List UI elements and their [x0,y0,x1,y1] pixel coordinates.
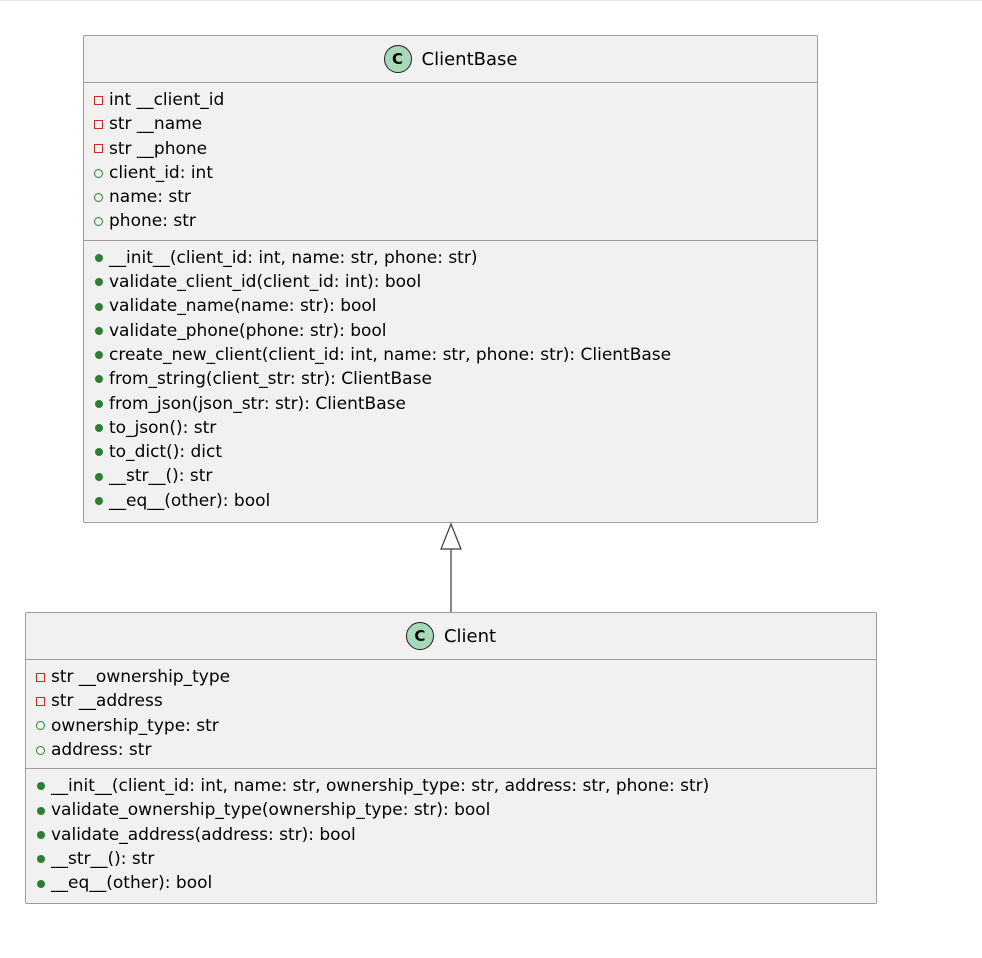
method-text: from_string(client_str: str): ClientBase [109,369,432,390]
field-text: ownership_type: str [51,715,219,736]
field-text: phone: str [109,211,196,232]
public-field-visibility-icon [94,192,103,202]
method-text: create_new_client(client_id: int, name: … [109,344,672,365]
class-clientbase-name: ClientBase [421,48,518,70]
public-method-visibility-icon [94,472,103,481]
public-method-visibility-icon [36,855,45,864]
class-badge-icon: C [383,45,412,73]
field-row: ownership_type: str [36,714,876,738]
field-text: str __phone [109,138,208,159]
public-method-visibility-icon [94,326,103,335]
method-text: __init__(client_id: int, name: str, phon… [109,247,478,268]
field-row: str __name [94,112,817,136]
method-text: to_dict(): dict [109,442,223,463]
public-method-visibility-icon [36,806,45,815]
field-text: name: str [109,187,191,208]
method-row: __eq__(other): bool [94,489,817,513]
method-row: __init__(client_id: int, name: str, phon… [94,246,817,270]
class-client-header: C Client [26,613,876,660]
public-method-visibility-icon [94,302,103,311]
private-visibility-icon [36,696,45,706]
public-method-visibility-icon [36,879,45,888]
public-field-visibility-icon [36,745,45,755]
class-client-name: Client [443,625,497,647]
method-text: validate_ownership_type(ownership_type: … [51,800,491,821]
method-text: to_json(): str [109,417,217,438]
method-text: __eq__(other): bool [51,873,213,894]
class-clientbase-fields: int __client_id str __name str __phone c… [84,83,817,241]
class-clientbase[interactable]: C ClientBase int __client_id str __name … [83,35,818,523]
field-row: str __phone [94,137,817,161]
field-text: str __name [109,114,203,135]
method-text: __str__(): str [51,849,155,870]
method-text: from_json(json_str: str): ClientBase [109,393,406,414]
method-row: validate_ownership_type(ownership_type: … [36,798,876,822]
public-method-visibility-icon [36,830,45,839]
method-text: __eq__(other): bool [109,490,271,511]
public-method-visibility-icon [94,278,103,287]
method-text: validate_phone(phone: str): bool [109,320,387,341]
public-field-visibility-icon [94,168,103,178]
public-method-visibility-icon [94,253,103,262]
public-method-visibility-icon [36,782,45,791]
method-text: __init__(client_id: int, name: str, owne… [51,776,710,797]
method-row: __str__(): str [94,464,817,488]
method-row: __init__(client_id: int, name: str, owne… [36,774,876,798]
class-badge-icon: C [405,622,434,650]
method-row: __str__(): str [36,847,876,871]
public-method-visibility-icon [94,496,103,505]
method-row: from_string(client_str: str): ClientBase [94,367,817,391]
private-visibility-icon [94,95,103,105]
method-text: validate_client_id(client_id: int): bool [109,272,422,293]
inheritance-arrowhead-icon [440,522,462,550]
method-text: __str__(): str [109,466,213,487]
class-clientbase-header: C ClientBase [84,36,817,83]
field-text: int __client_id [109,90,225,110]
private-visibility-icon [94,119,103,129]
field-row: str __ownership_type [36,665,876,689]
field-row: address: str [36,738,876,762]
method-row: validate_address(address: str): bool [36,823,876,847]
public-field-visibility-icon [36,721,45,731]
field-text: str __ownership_type [51,667,231,687]
method-row: create_new_client(client_id: int, name: … [94,343,817,367]
public-method-visibility-icon [94,375,103,384]
field-row: str __address [36,689,876,713]
method-row: validate_name(name: str): bool [94,294,817,318]
method-row: validate_phone(phone: str): bool [94,319,817,343]
field-text: str __address [51,691,163,712]
method-row: from_json(json_str: str): ClientBase [94,392,817,416]
class-clientbase-methods: __init__(client_id: int, name: str, phon… [84,241,817,519]
private-visibility-icon [36,672,45,682]
field-row: client_id: int [94,161,817,185]
class-client-fields: str __ownership_type str __address owner… [26,660,876,770]
public-method-visibility-icon [94,424,103,432]
public-method-visibility-icon [94,448,103,457]
method-row: validate_client_id(client_id: int): bool [94,270,817,294]
method-row: __eq__(other): bool [36,871,876,895]
method-text: validate_address(address: str): bool [51,824,356,845]
field-text: client_id: int [109,162,214,183]
public-method-visibility-icon [94,399,103,408]
method-row: to_dict(): dict [94,440,817,464]
top-divider [0,0,982,1]
public-method-visibility-icon [94,351,103,360]
field-row: name: str [94,185,817,209]
class-client-methods: __init__(client_id: int, name: str, owne… [26,769,876,901]
class-client[interactable]: C Client str __ownership_type str __addr… [25,612,877,904]
field-row: int __client_id [94,88,817,112]
private-visibility-icon [94,144,103,154]
field-text: address: str [51,739,152,760]
method-text: validate_name(name: str): bool [109,296,377,317]
public-field-visibility-icon [94,217,103,227]
method-row: to_json(): str [94,416,817,440]
field-row: phone: str [94,209,817,233]
